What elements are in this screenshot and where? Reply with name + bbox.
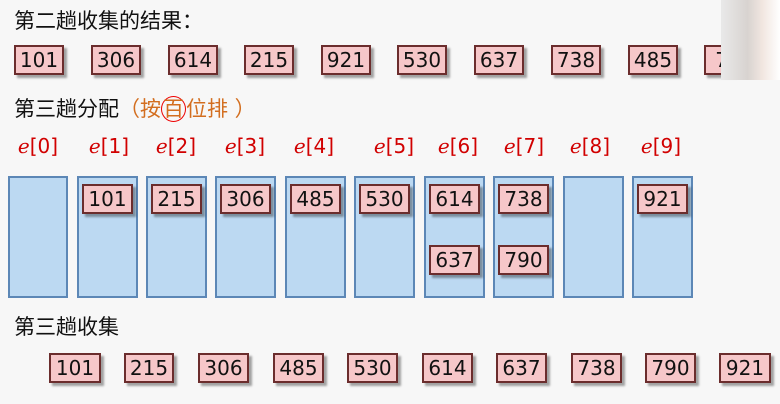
bucket-item: 485 <box>290 184 341 214</box>
second-result-box: 614 <box>168 45 218 75</box>
bucket-8 <box>563 176 624 298</box>
second-result-box: 530 <box>397 45 447 75</box>
second-result-box: 637 <box>474 45 524 75</box>
second-result-box: 738 <box>551 45 601 75</box>
second-result-box: 215 <box>244 45 294 75</box>
bucket-label-var: e <box>503 134 516 158</box>
third-result-box: 637 <box>496 353 547 383</box>
second-result-box: 485 <box>628 45 678 75</box>
bucket-label: e[1] <box>79 134 139 158</box>
bucket-label: e[3] <box>215 134 275 158</box>
bucket-item: 101 <box>82 184 133 214</box>
bucket-label-var: e <box>437 134 450 158</box>
third-result-box: 101 <box>49 353 101 383</box>
bucket-label: e[2] <box>146 134 206 158</box>
bucket-label-index: [3] <box>236 134 266 158</box>
second-collect-heading: 第二趟收集的结果： <box>14 9 203 33</box>
bucket-label-index: [7] <box>515 134 545 158</box>
third-result-box: 921 <box>719 353 771 383</box>
third-result-box: 738 <box>571 353 622 383</box>
bucket-label: e[5] <box>364 134 424 158</box>
bucket-item: 530 <box>359 184 410 214</box>
third-result-box: 530 <box>347 353 398 383</box>
bucket-label-index: [8] <box>581 134 611 158</box>
third-result-box: 306 <box>198 353 249 383</box>
bucket-item: 921 <box>637 184 688 214</box>
bucket-label-var: e <box>293 134 306 158</box>
bucket-label: e[4] <box>284 134 344 158</box>
bucket-label-index: [4] <box>305 134 335 158</box>
third-distribute-heading: 第三趟分配（按百位排 ） <box>14 96 256 122</box>
bucket-label-index: [0] <box>29 134 59 158</box>
bucket-label-index: [1] <box>100 134 130 158</box>
bucket-item: 738 <box>498 184 549 214</box>
third-collect-heading: 第三趟收集 <box>14 315 119 339</box>
bucket-label-var: e <box>155 134 168 158</box>
bucket-label: e[6] <box>428 134 488 158</box>
bucket-label-index: [6] <box>449 134 479 158</box>
third-result-box: 485 <box>273 353 324 383</box>
bucket-label-var: e <box>373 134 386 158</box>
bucket-label: e[0] <box>8 134 68 158</box>
bucket-item: 637 <box>429 245 480 275</box>
bucket-0 <box>8 176 68 298</box>
hint-close: 位排 ） <box>186 97 256 121</box>
bucket-label: e[8] <box>560 134 620 158</box>
hint-circled-char: 百 <box>161 96 186 122</box>
bucket-label-var: e <box>17 134 30 158</box>
bucket-item: 215 <box>151 184 202 214</box>
distribute-hint: （按百位排 ） <box>119 96 256 122</box>
third-result-box: 215 <box>124 353 174 383</box>
third-result-box: 790 <box>645 353 696 383</box>
bucket-item: 614 <box>429 184 480 214</box>
bucket-item: 306 <box>220 184 271 214</box>
bucket-item: 790 <box>498 245 549 275</box>
hint-open: （按 <box>119 97 161 121</box>
bucket-label-var: e <box>640 134 653 158</box>
bucket-label-index: [5] <box>385 134 415 158</box>
second-result-box: 101 <box>14 45 64 75</box>
third-distribute-title: 第三趟分配 <box>14 97 119 121</box>
bucket-label: e[7] <box>494 134 554 158</box>
second-result-box: 306 <box>91 45 141 75</box>
bucket-label-index: [2] <box>167 134 197 158</box>
bucket-label: e[9] <box>631 134 691 158</box>
bucket-label-index: [9] <box>652 134 682 158</box>
third-result-box: 614 <box>422 353 473 383</box>
second-result-box: 921 <box>321 45 371 75</box>
bucket-label-var: e <box>88 134 101 158</box>
bucket-label-var: e <box>224 134 237 158</box>
bucket-label-var: e <box>569 134 582 158</box>
presenter-webcam <box>721 0 780 80</box>
